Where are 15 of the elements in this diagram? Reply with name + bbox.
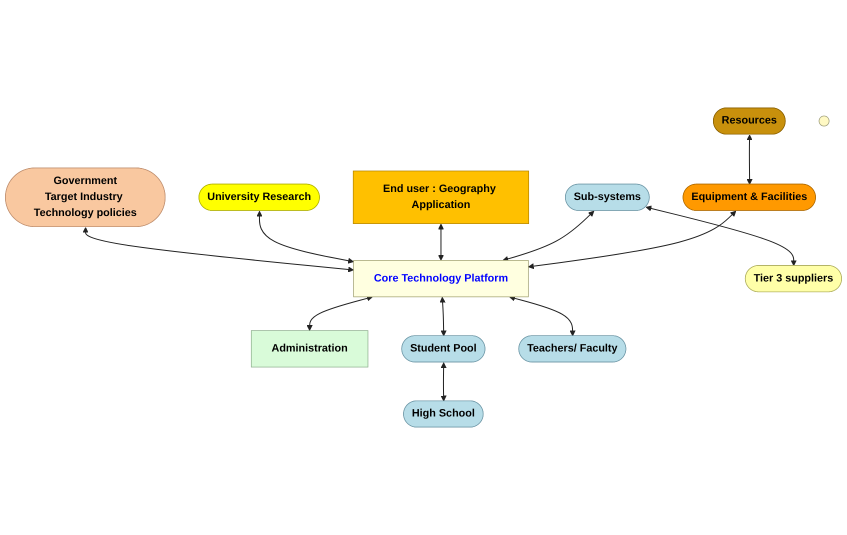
node-box: Administration [250, 330, 368, 368]
arrow [746, 134, 753, 185]
node-box: Core Technology Platform [353, 260, 529, 298]
arrow [646, 206, 797, 266]
arrow [440, 296, 447, 336]
node-circle [818, 116, 830, 126]
node-box: End user : Geography Application [352, 170, 530, 224]
arrow [438, 224, 444, 261]
arrow [509, 295, 576, 336]
arrow [256, 210, 354, 264]
arrow [502, 210, 594, 262]
arrow [82, 227, 354, 272]
arrow [440, 362, 447, 402]
arrow [528, 210, 736, 270]
arrow [306, 295, 373, 331]
